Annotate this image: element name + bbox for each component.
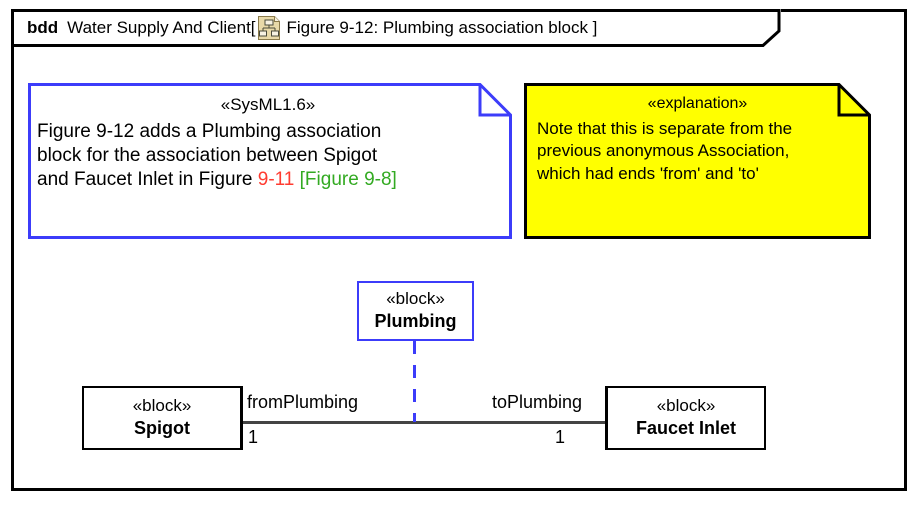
note-sysml-line-1: Figure 9-12 adds a Plumbing association [37,120,382,142]
association-role-from: fromPlumbing [247,392,359,412]
note-sysml-body: «SysML1.6» Figure 9-12 adds a Plumbing a… [28,83,512,202]
note-explanation-line-3: which had ends 'from' and 'to' [537,163,759,183]
note-sysml-line-2: block for the association between Spigot [37,144,378,166]
association-block-connector [413,341,416,422]
association-role-to: toPlumbing [492,392,583,412]
note-explanation-line-1: Note that this is separate from the [537,119,793,139]
frame-header-shape [11,9,781,47]
note-explanation-line-2: previous anonymous Association, [537,141,790,161]
block-spigot-name: Spigot [134,418,190,439]
note-sysml-ref-red: 9-11 [257,169,295,191]
note-explanation-stereotype: «explanation» [647,95,748,112]
association-multiplicity-to: 1 [555,427,566,447]
block-plumbing-name: Plumbing [374,311,457,332]
block-faucet-inlet[interactable]: «block» Faucet Inlet [606,386,766,450]
association-multiplicity-from: 1 [248,427,259,447]
bdd-diagram-icon [257,16,280,40]
association-line [242,421,606,424]
diagram-frame-header: bdd Water Supply And Client[ Figure 9-12… [11,9,781,47]
block-spigot[interactable]: «block» Spigot [82,386,242,450]
note-sysml-line-3-text: and Faucet Inlet in Figure [37,169,258,191]
note-explanation-body: «explanation» Note that this is separate… [524,83,871,195]
block-faucet-inlet-stereotype: «block» [656,395,716,415]
diagram-kind-label: bdd [27,18,59,37]
note-explanation: «explanation» Note that this is separate… [524,83,871,239]
block-plumbing-stereotype: «block» [386,288,445,308]
note-sysml-stereotype: «SysML1.6» [220,95,316,114]
block-faucet-inlet-name: Faucet Inlet [635,418,737,439]
diagram-figure-label: Figure 9-12: Plumbing association block … [286,18,598,37]
frame-header-label: bdd Water Supply And Client[ Figure 9-12… [27,9,597,47]
block-spigot-stereotype: «block» [132,395,192,415]
note-sysml-shape [28,83,512,239]
note-sysml-ref-green: [Figure 9-8] [299,169,397,191]
note-sysml: «SysML1.6» Figure 9-12 adds a Plumbing a… [28,83,512,239]
diagram-model-name: Water Supply And Client[ [67,18,256,37]
note-explanation-shape [524,83,871,239]
note-sysml-line-3: and Faucet Inlet in Figure 9-11 [Figure … [37,168,499,192]
block-plumbing[interactable]: «block» Plumbing [357,281,474,341]
